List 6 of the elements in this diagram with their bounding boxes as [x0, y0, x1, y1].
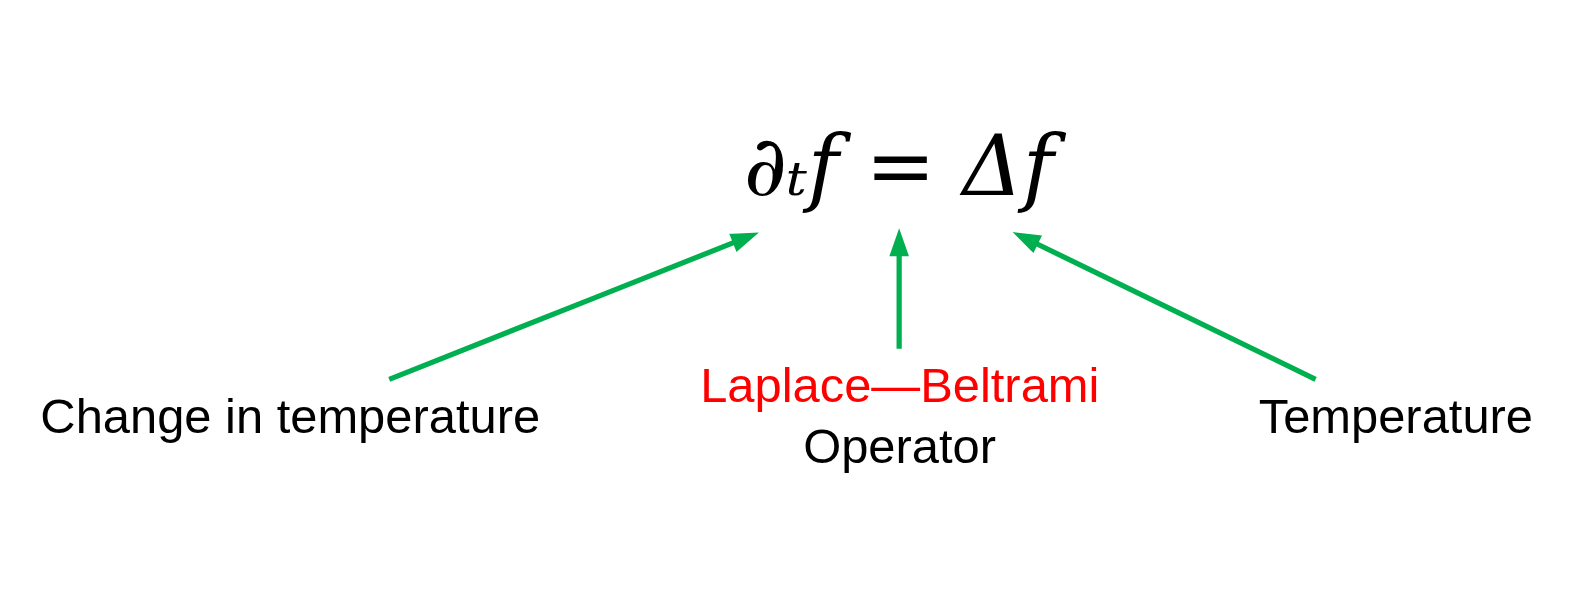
node-text: Laplace—Beltrami Operator: [700, 357, 1100, 474]
arrow: [388, 232, 759, 382]
node-text: Temperature: [1258, 389, 1534, 444]
node-text: Change in temperature: [40, 389, 541, 444]
arrow: [1012, 232, 1317, 382]
arrow: [889, 228, 909, 349]
